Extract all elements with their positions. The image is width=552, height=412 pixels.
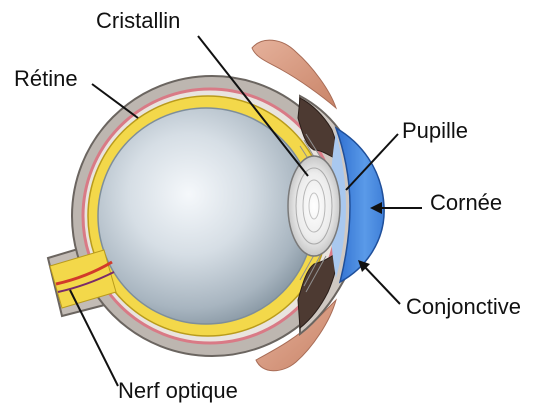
label-nerf-optique: Nerf optique: [118, 380, 238, 402]
lens: [288, 156, 340, 256]
label-retine: Rétine: [14, 68, 78, 90]
vitreous-body: [98, 108, 314, 324]
label-cornee: Cornée: [430, 192, 502, 214]
leader-conjonctive: [362, 264, 400, 304]
label-conjonctive: Conjonctive: [406, 296, 521, 318]
label-cristallin: Cristallin: [96, 10, 180, 32]
label-pupille: Pupille: [402, 120, 468, 142]
